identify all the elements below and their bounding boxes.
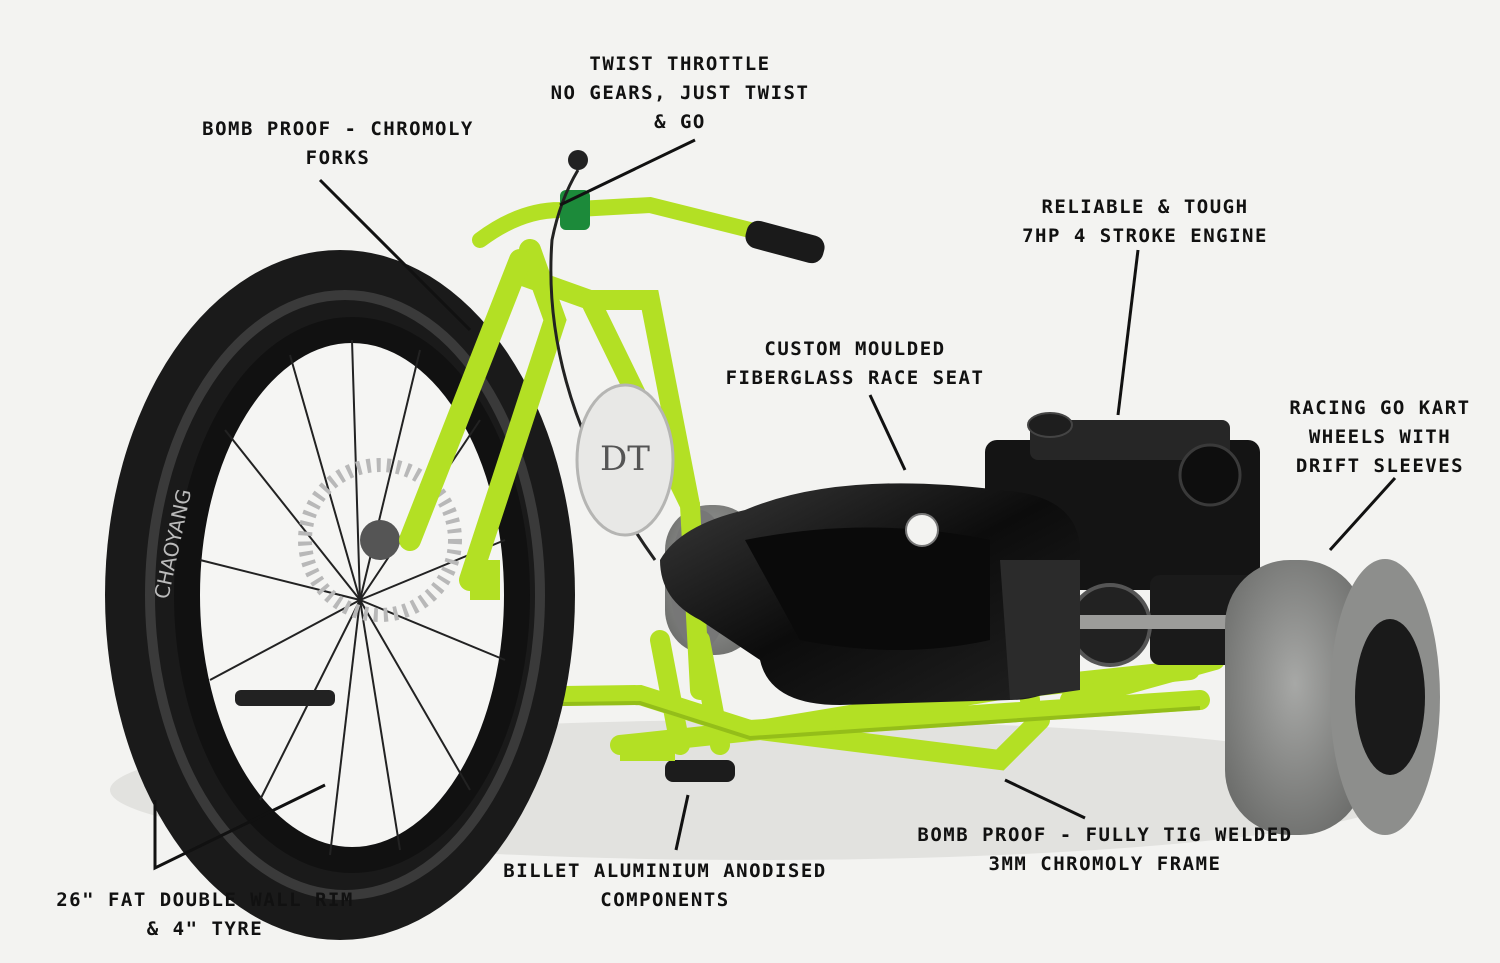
components-label: BILLET ALUMINIUM ANODISED COMPONENTS — [503, 860, 827, 911]
throttle-label: TWIST THROTTLE NO GEARS, JUST TWIST & GO — [550, 53, 810, 133]
rear-right-kart-wheel — [1225, 559, 1440, 835]
callout-lines — [153, 138, 1397, 871]
brand-logo-disc: DT — [575, 383, 675, 537]
race-seat — [660, 483, 1081, 705]
footpeg — [235, 690, 735, 782]
front-wheel: CHAOYANG — [105, 250, 575, 940]
wheels-label: RACING GO KART WHEELS WITH DRIFT SLEEVES — [1289, 397, 1471, 477]
forks-label: BOMB PROOF - CHROMOLY FORKS — [202, 118, 474, 169]
seat-label: CUSTOM MOULDED FIBERGLASS RACE SEAT — [725, 338, 985, 389]
frame-label: BOMB PROOF - FULLY TIG WELDED 3MM CHROMO… — [917, 824, 1293, 875]
svg-text:DT: DT — [600, 439, 650, 479]
brake-rotor — [298, 458, 462, 622]
twist-throttle-grip[interactable] — [743, 218, 828, 266]
rim-label: 26" FAT DOUBLE WALL RIM & 4" TYRE — [56, 889, 354, 940]
rear-axle — [1040, 615, 1265, 629]
seat-logo-icon — [905, 513, 939, 547]
engine-label: RELIABLE & TOUGH 7HP 4 STROKE ENGINE — [1022, 196, 1268, 247]
handlebar — [472, 150, 828, 561]
